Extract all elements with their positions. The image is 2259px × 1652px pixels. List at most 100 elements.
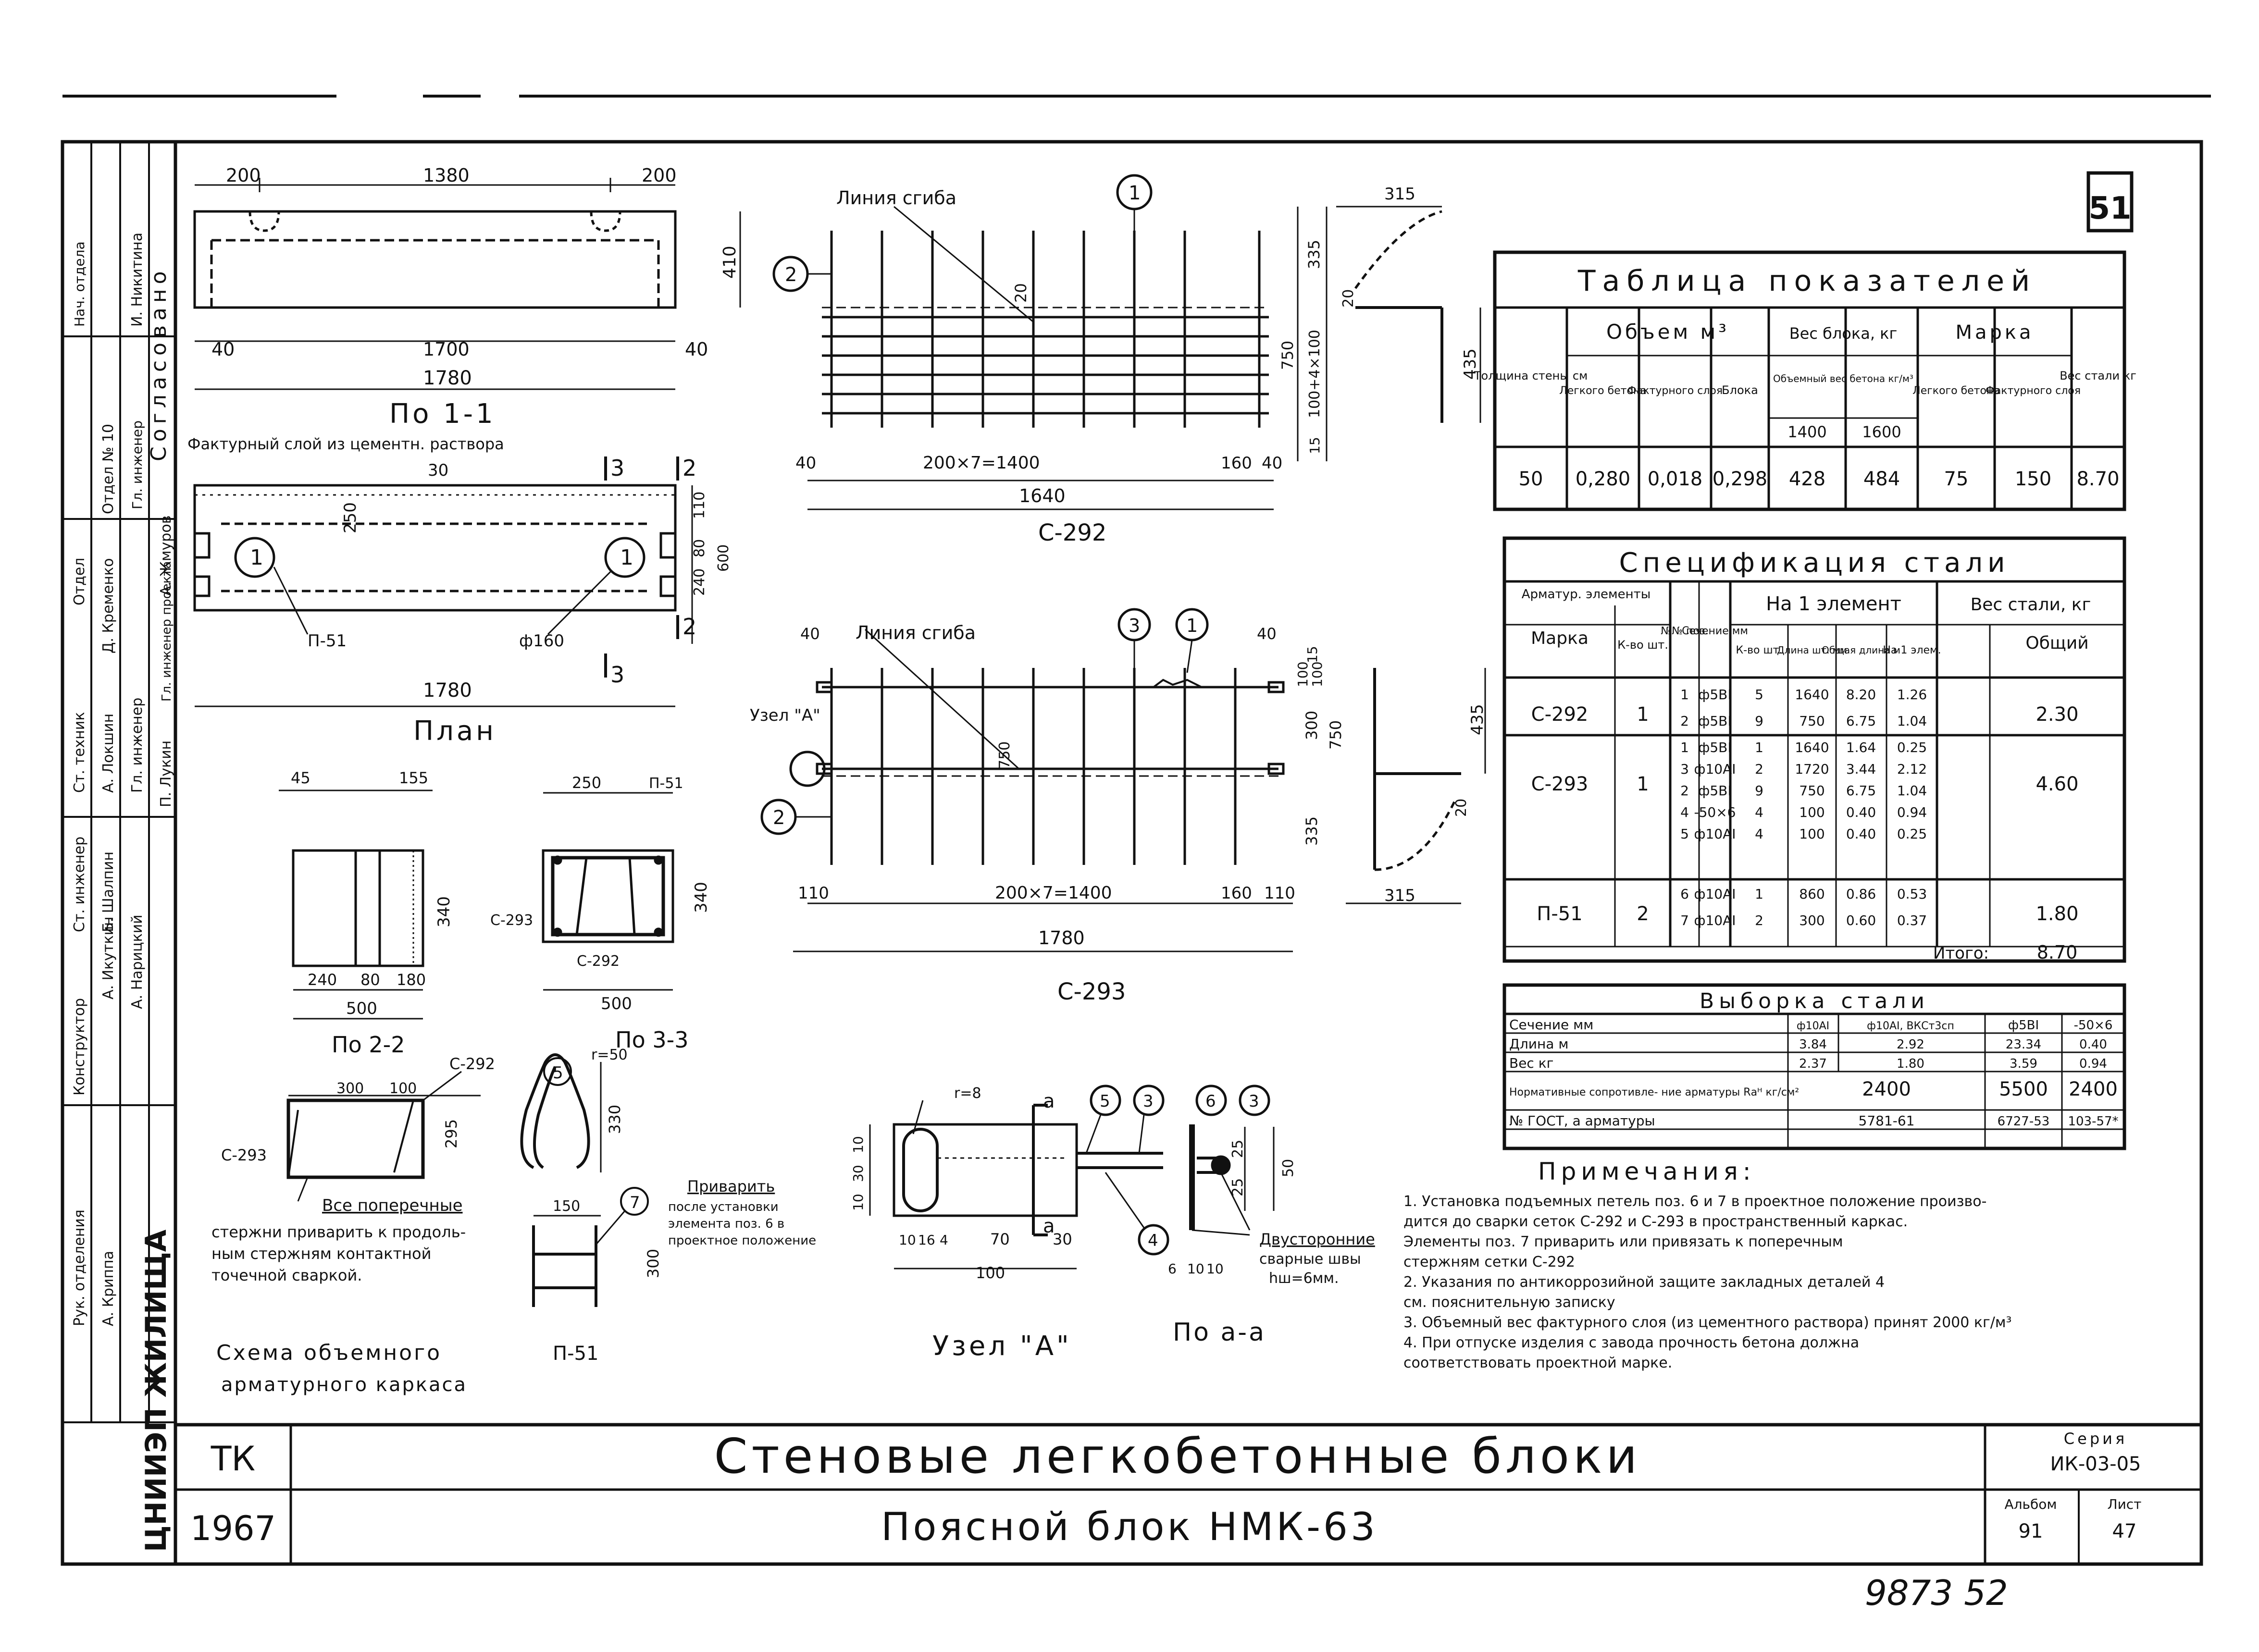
summary-cell: 1.80: [1897, 1057, 1924, 1071]
node-a-dim-bottom-0: 10: [899, 1232, 916, 1248]
stamp-name-4: А. Нарицкий: [129, 914, 146, 1009]
s33-item-c292: С-292: [577, 953, 620, 970]
spec-cell-w1: 1.04: [1897, 713, 1927, 729]
stamp-role-4: Гл. инженер: [129, 698, 146, 793]
spec-h-qty: К-во шт.: [1617, 638, 1668, 652]
cage-c293: С-293: [221, 1146, 267, 1164]
c292-vdim-1: 750: [1278, 341, 1297, 370]
spec-cell-n: 1: [1755, 886, 1763, 902]
spec-cell-total_len: 6.75: [1846, 783, 1876, 799]
node-a-dim-left-1: 30: [850, 1165, 866, 1182]
spec-cell-total: 1.80: [2036, 903, 2078, 925]
spec-cell-n: 4: [1755, 804, 1763, 820]
section-1-1: [193, 178, 741, 390]
cage-dim-1: 100: [389, 1080, 417, 1097]
stamp-dept: Отдел № 10: [100, 424, 117, 514]
spec-cell-total: 2.30: [2036, 703, 2078, 726]
node-a-pos5: 5: [1100, 1092, 1110, 1111]
ind-h-vol-1: Фактурного слоя: [1627, 385, 1723, 397]
plan-dim-right-0: 110: [691, 492, 708, 519]
plan-item-d160: ф160: [519, 631, 564, 651]
plan-dim-right-2: 80: [691, 539, 708, 557]
s11-dim-top-0: 200: [226, 165, 261, 186]
summary-header: ф10АI, ВКСт3сп: [1867, 1020, 1954, 1032]
s22-height: 340: [434, 896, 454, 927]
c292-dim-3: 40: [1262, 454, 1282, 473]
spec-cell-len: 100: [1799, 826, 1825, 842]
cage-label-1: Схема объемного: [216, 1341, 442, 1365]
p51-note-3: проектное положение: [668, 1233, 816, 1248]
node-a-cut-top: a: [1043, 1090, 1055, 1112]
s22-label: По 2-2: [332, 1032, 405, 1058]
c293-vdim-1: 100: [1295, 662, 1311, 687]
spec-cell-n: 5: [1755, 687, 1763, 703]
cage-note-3: точечной сваркой.: [211, 1266, 362, 1284]
s33-height: 340: [692, 882, 711, 913]
summary-title: Выборка стали: [1700, 989, 1929, 1013]
spec-cell-section: -50×6: [1694, 804, 1736, 820]
summary-cell: 0.40: [2079, 1037, 2107, 1052]
spec-cell-pos: 3: [1680, 761, 1689, 777]
spec-h-per-1: Длина шт. мм: [1777, 644, 1847, 656]
spec-cell-mark: С-292: [1531, 703, 1589, 726]
node-a-pos3: 3: [1143, 1092, 1154, 1111]
stamp-role-3: Ст. техник: [71, 712, 88, 793]
title-sheet-value: 47: [2112, 1520, 2137, 1542]
p51-w150: 150: [553, 1198, 580, 1215]
cage-c292: С-292: [449, 1055, 495, 1073]
c292-total: 1640: [1019, 485, 1066, 506]
summary-cell: 103-57*: [2068, 1114, 2118, 1129]
node-a-cut-bottom: a: [1043, 1215, 1055, 1237]
ind-h-steel: Вес стали кг: [2060, 369, 2136, 382]
spec-cell-n: 9: [1755, 783, 1763, 799]
note-line: Элементы поз. 7 приварить или привязать …: [1403, 1233, 1843, 1250]
plan-cut2-top: 2: [683, 455, 696, 481]
c292-rdim-0: 315: [1384, 185, 1415, 204]
cage-note-0: Все поперечные: [322, 1196, 463, 1215]
c292-label: С-292: [1038, 519, 1106, 546]
c292-dim-2: 160: [1221, 454, 1252, 473]
spec-h-section: Сечение мм: [1682, 625, 1748, 637]
spec-cell-total_len: 6.75: [1846, 713, 1876, 729]
spec-cell-pos: 2: [1680, 783, 1689, 799]
s22-dim-bottom-1: 80: [360, 971, 380, 989]
summary-header-label: Сечение мм: [1509, 1017, 1593, 1033]
ind-h-weight-1: 1600: [1862, 423, 1901, 441]
c292-vdim-3: 15: [1307, 437, 1323, 454]
spec-cell-n: 2: [1755, 912, 1763, 928]
cage-dim-0: 300: [336, 1080, 364, 1097]
notes-lines: 1. Установка подъемных петель поз. 6 и 7…: [1403, 1193, 2012, 1371]
summary-row-label: Длина м: [1509, 1036, 1568, 1052]
spec-cell-total_len: 3.44: [1846, 761, 1876, 777]
spec-cell-w1: 0.37: [1897, 912, 1927, 928]
c293-pos2: 2: [773, 807, 785, 829]
spec-h-per-element: На 1 элемент: [1766, 593, 1901, 615]
s11-dim-top-2: 200: [642, 165, 677, 186]
spec-cell-n: 4: [1755, 826, 1763, 842]
stamp-name-2: Б. Шалпин: [100, 851, 117, 932]
ind-h-mark-0: Легкого бетона: [1912, 385, 2000, 397]
cage-scheme: [286, 1071, 481, 1202]
node-a-pos4: 4: [1148, 1231, 1158, 1250]
spec-cell-pos: 4: [1680, 804, 1689, 820]
ind-h-vol-0: Легкого бетона: [1559, 385, 1647, 397]
ind-cell-1: 0,280: [1576, 468, 1631, 490]
ind-h-mark: Марка: [1955, 321, 2034, 344]
plan-dim-30: 30: [428, 461, 448, 480]
spec-cell-section: ф5ВI: [1698, 687, 1731, 703]
aa-label: По а-а: [1173, 1318, 1266, 1347]
spec-cell-section: ф10АI: [1694, 912, 1736, 928]
node-a-dim-bottom-1: 16: [918, 1232, 935, 1248]
mesh-c293: [760, 608, 1486, 952]
p51-note-2: элемента поз. 6 в: [668, 1217, 784, 1231]
summary-cell: 5500: [1999, 1078, 2048, 1100]
spec-cell-section: ф10АI: [1694, 761, 1736, 777]
c293-vdim-5: 335: [1303, 816, 1321, 846]
c293-dim-0: 110: [798, 884, 829, 903]
node-a-label: Узел "А": [932, 1331, 1072, 1362]
c293-label: С-293: [1057, 978, 1126, 1005]
page-number-box: [2086, 171, 2134, 233]
note-line: 3. Объемный вес фактурного слоя (из цеме…: [1403, 1314, 2012, 1331]
aa-dim-right-2: 50: [1280, 1159, 1297, 1177]
p51-loop: [520, 1053, 649, 1307]
